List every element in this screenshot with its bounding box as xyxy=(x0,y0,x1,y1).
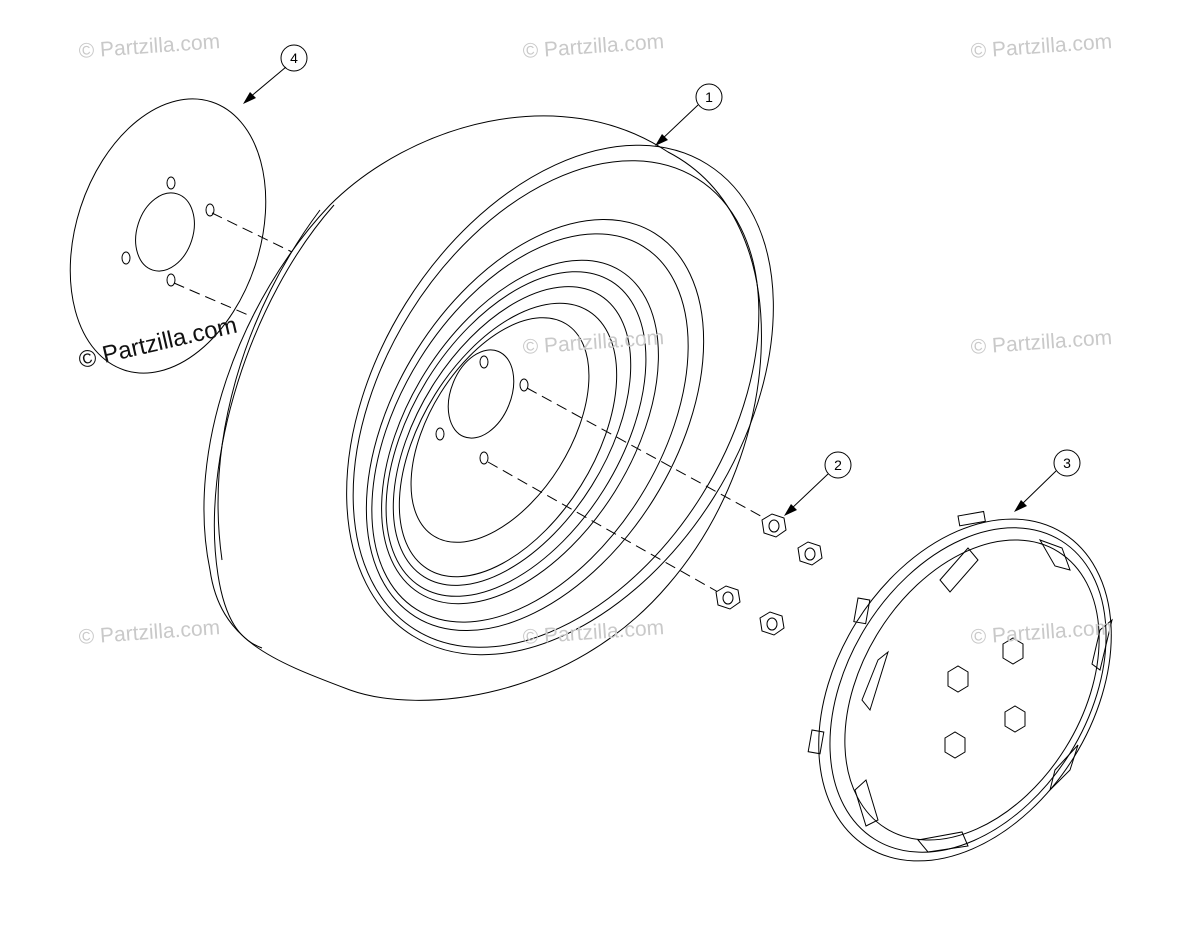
lug-nut-2 xyxy=(797,541,823,566)
wheel-tire xyxy=(203,115,774,701)
callout-2: 2 xyxy=(784,451,852,516)
callout-3-label: 3 xyxy=(1063,455,1071,471)
callout-2-label: 2 xyxy=(834,457,842,473)
callout-1: 1 xyxy=(655,83,723,146)
callout-4-label: 4 xyxy=(290,50,298,66)
callout-1-label: 1 xyxy=(705,89,713,105)
lug-nuts xyxy=(715,513,823,636)
lug-nut-4 xyxy=(759,611,785,636)
back-plate xyxy=(69,98,293,374)
lug-nut-3 xyxy=(715,585,741,610)
hub-cap xyxy=(807,510,1113,862)
callout-3: 3 xyxy=(1014,449,1081,512)
callout-4: 4 xyxy=(243,44,308,104)
lug-nut-1 xyxy=(761,513,787,538)
